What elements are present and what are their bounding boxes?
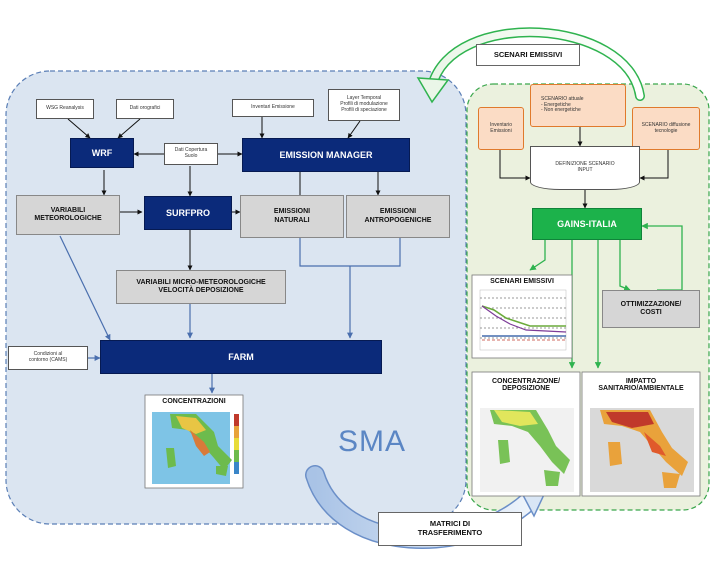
variabili-micro-line-2: VELOCITÀ DEPOSIZIONE xyxy=(158,287,244,294)
impatto-line-1: IMPATTO xyxy=(625,378,657,385)
definizione-line-1: DEFINIZIONE SCENARIO xyxy=(555,161,615,168)
input-copertura-line-2: Suolo xyxy=(184,153,198,159)
input-layer-profili: Layer Temporal Profili di modulazione Pr… xyxy=(328,89,400,121)
emissioni-antropogeniche-box: EMISSIONI ANTROPOGENICHE xyxy=(346,195,450,238)
matrici-line-1: MATRICI DI xyxy=(429,519,471,529)
variabili-meteorologiche-box: VARIABILI METEOROLOGICHE xyxy=(16,195,120,235)
scenari-emissivi-chart xyxy=(471,274,573,359)
scenari-chart-title: SCENARI EMISSIVI xyxy=(490,278,554,285)
emissioni-naturali-line-1: EMISSIONI xyxy=(273,208,311,216)
sma-label: SMA xyxy=(338,425,407,458)
scenari-arrow-head xyxy=(416,77,450,104)
scenari-emissivi-banner-text: SCENARI EMISSIVI xyxy=(493,49,563,59)
conc-dep-line-1: CONCENTRAZIONE/ xyxy=(491,378,561,385)
ottimizzazione-line-1: OTTIMIZZAZIONE/ xyxy=(620,300,682,308)
input-layer-line-2: Profili di modulazione xyxy=(340,101,388,108)
input-reanalysis-text: WSG Reanalysis xyxy=(46,105,84,112)
input-dati-orografici: Dati orografici xyxy=(116,99,174,119)
scenario-diffusione-line-2: tecnologie xyxy=(654,127,678,134)
concentrazione-deposizione-title: CONCENTRAZIONE/ DEPOSIZIONE xyxy=(472,378,580,392)
variabili-micro-line-1: VARIABILI MICRO-METEOROLOGICHE xyxy=(136,278,266,286)
gains-italia-label: GAINS-ITALIA xyxy=(557,218,617,229)
scenario-attuale-line-2: - Energetiche xyxy=(541,101,571,108)
emission-manager-box: EMISSION MANAGER xyxy=(242,138,410,172)
wrf-box: WRF xyxy=(70,138,134,168)
farm-box: FARM xyxy=(100,340,382,374)
ottimizzazione-costi-box: OTTIMIZZAZIONE/ COSTI xyxy=(602,290,700,328)
emissioni-antropogeniche-line-2: ANTROPOGENICHE xyxy=(364,216,432,224)
scenario-diffusione-box: SCENARIO diffusione tecnologie xyxy=(632,107,700,150)
variabili-met-line-2: METEOROLOGICHE xyxy=(34,215,102,222)
impatto-title: IMPATTO SANITARIO/AMBIENTALE xyxy=(582,378,700,392)
input-layer-line-1: Layer Temporal xyxy=(346,95,382,102)
gains-black-connectors xyxy=(499,127,669,209)
input-layer-line-3: Profili di speciazione xyxy=(341,106,387,113)
definizione-scenario-box: DEFINIZIONE SCENARIO INPUT xyxy=(530,146,640,190)
input-copertura-suolo: Dati Copertura Suolo xyxy=(164,143,218,165)
scenario-attuale-line-3: - Non energetiche xyxy=(541,107,581,114)
concentrazioni-map xyxy=(144,394,244,489)
emissioni-antropogeniche-line-1: EMISSIONI xyxy=(379,208,417,216)
impatto-map xyxy=(581,371,701,497)
inventario-line-1: Inventario xyxy=(490,121,512,128)
scenari-emissivi-banner: SCENARI EMISSIVI xyxy=(476,44,580,66)
definizione-line-2: INPUT xyxy=(577,167,593,173)
inventario-line-2: Emissioni xyxy=(490,127,512,134)
input-condizioni-line-1: Condizioni al xyxy=(33,351,63,358)
concentrazioni-title: CONCENTRAZIONI xyxy=(162,398,226,405)
wrf-label: WRF xyxy=(91,147,113,158)
conc-dep-line-2: DEPOSIZIONE xyxy=(502,385,550,392)
scenari-arrow-fill xyxy=(428,28,644,100)
variabili-met-line-1: VARIABILI xyxy=(50,206,86,214)
farm-label: FARM xyxy=(228,351,254,362)
input-inventari-text: Inventari Emissione xyxy=(251,104,295,111)
impatto-line-2: SANITARIO/AMBIENTALE xyxy=(598,385,684,392)
matrici-line-2: TRASFERIMENTO xyxy=(417,528,483,537)
emission-manager-label: EMISSION MANAGER xyxy=(279,149,373,160)
inventario-emissioni-box: Inventario Emissioni xyxy=(478,107,524,150)
scenario-diffusione-line-1: SCENARIO diffusione xyxy=(641,121,691,128)
input-copertura-line-1: Dati Copertura xyxy=(174,147,208,154)
input-dati-orografici-text: Dati orografici xyxy=(129,105,161,112)
gains-italia-box: GAINS-ITALIA xyxy=(532,208,642,240)
emissioni-naturali-line-2: NATURALI xyxy=(274,216,310,224)
sma-connectors xyxy=(67,117,381,271)
ottimizzazione-line-2: COSTI xyxy=(640,309,662,316)
variabili-micro-box: VARIABILI MICRO-METEOROLOGICHE VELOCITÀ … xyxy=(116,270,286,304)
sma-flow-connectors xyxy=(59,235,401,394)
input-condizioni-line-2: contorno (CAMS) xyxy=(28,357,68,363)
emissioni-naturali-box: EMISSIONI NATURALI xyxy=(240,195,344,238)
input-inventari: Inventari Emissione xyxy=(232,99,314,117)
surfpro-label: SURFPRO xyxy=(165,207,210,218)
concentrazione-deposizione-map xyxy=(471,371,581,497)
scenario-attuale-box: SCENARIO attuale - Energetiche - Non ene… xyxy=(530,84,626,127)
input-reanalysis: WSG Reanalysis xyxy=(36,99,94,119)
scenario-attuale-line-1: SCENARIO attuale xyxy=(541,95,584,102)
matrici-trasferimento-box: MATRICI DI TRASFERIMENTO xyxy=(378,512,522,546)
surfpro-box: SURFPRO xyxy=(144,196,232,230)
input-condizioni-contorno: Condizioni al contorno (CAMS) xyxy=(8,346,88,370)
